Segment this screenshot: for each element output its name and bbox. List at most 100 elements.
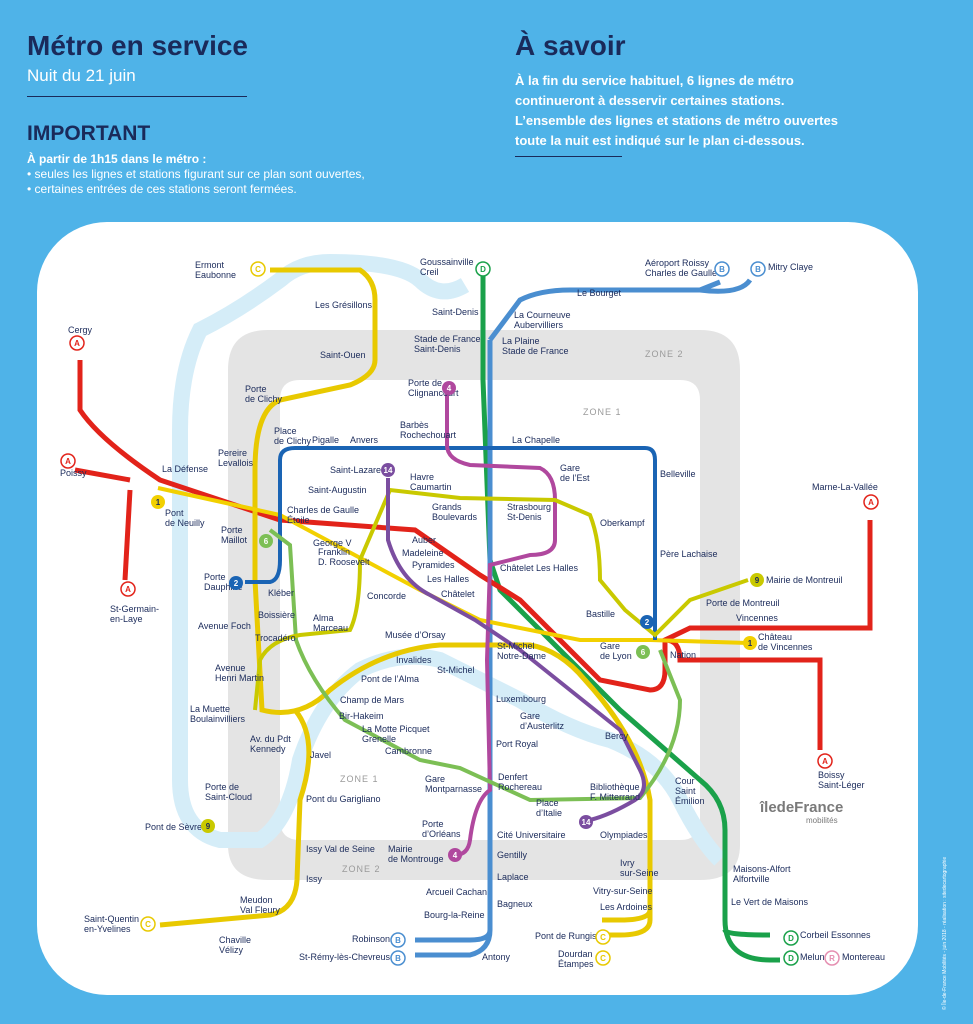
station-label-gresillons: Les Grésillons (315, 300, 373, 310)
badge-l2-icon: 2 (640, 615, 654, 629)
station-label-la-defense: La Défense (162, 464, 208, 474)
badge-rera-icon: A (817, 753, 833, 769)
important-title: IMPORTANT (27, 122, 151, 145)
station-label-champ-mars: Champ de Mars (340, 695, 405, 705)
station-label-pyramides: Pyramides (412, 560, 455, 570)
savoir-line-1: À la fin du service habituel, 6 lignes d… (515, 73, 794, 88)
svg-text:9: 9 (206, 822, 211, 831)
station-label-la-chapelle: La Chapelle (512, 435, 560, 445)
station-label-chatelet-les-halles: Châtelet Les Halles (500, 563, 579, 573)
svg-text:A: A (74, 339, 80, 348)
svg-text:D: D (480, 265, 486, 274)
badge-rerb-icon: B (390, 950, 406, 966)
station-label-bourg-la-reine: Bourg-la-Reine (424, 910, 485, 920)
station-label-antony: Antony (482, 952, 511, 962)
station-label-bagneux: Bagneux (497, 899, 533, 909)
station-label-saint-lazare: Saint-Lazare (330, 465, 381, 475)
station-label-kleber: Kléber (268, 588, 294, 598)
badge-rerd-icon: D (783, 930, 799, 946)
station-label-pere-lachaise: Père Lachaise (660, 549, 718, 559)
station-label-invalides: Invalides (396, 655, 432, 665)
savoir-line-4: toute la nuit est indiqué sur le plan ci… (515, 133, 805, 148)
badge-rerr-icon: R (824, 950, 840, 966)
station-label-vert-maisons: Le Vert de Maisons (731, 897, 809, 907)
station-label-mairie-montreuil: Mairie de Montreuil (766, 575, 843, 585)
station-label-trocadero: Trocadéro (255, 633, 296, 643)
metro-line-2 (245, 446, 657, 640)
station-label-pont-alma: Pont de l’Alma (361, 674, 419, 684)
station-label-boissiere: Boissière (258, 610, 295, 620)
svg-text:A: A (868, 498, 874, 507)
station-label-ardoines: Les Ardoines (600, 902, 653, 912)
station-label-olympiades: Olympiades (600, 830, 648, 840)
station-label-cergy: Cergy (68, 325, 93, 335)
seine-river (172, 253, 726, 866)
badge-l4-icon: 4 (448, 848, 462, 862)
badge-rerc-icon: C (595, 929, 611, 945)
svg-text:4: 4 (447, 384, 452, 393)
rer-d-line (480, 275, 780, 963)
zone-2-top-label: ZONE 2 (645, 349, 684, 359)
page-title: Métro en service (27, 30, 248, 61)
zone-1-top-label: ZONE 1 (583, 407, 622, 417)
savoir-title: À savoir (515, 30, 626, 61)
badge-rera-icon: A (863, 494, 879, 510)
badge-rera-icon: A (60, 453, 76, 469)
badge-l14-icon: 14 (381, 463, 395, 477)
svg-text:A: A (125, 585, 131, 594)
svg-text:R: R (829, 954, 835, 963)
svg-text:C: C (255, 265, 261, 274)
station-label-pont-garigliano: Pont du Garigliano (306, 794, 381, 804)
badge-l9-icon: 9 (750, 573, 764, 587)
badge-rerd-icon: D (475, 261, 491, 277)
metro-line-4 (445, 388, 557, 857)
important-line-1: À partir de 1h15 dans le métro : (27, 152, 207, 166)
station-label-st-remy: St-Rémy-lès-Chevreuse (299, 952, 395, 962)
station-label-gentilly: Gentilly (497, 850, 528, 860)
svg-text:6: 6 (641, 648, 646, 657)
important-line-2: • seules les lignes et stations figurant… (27, 167, 365, 181)
station-label-pigalle: Pigalle (312, 435, 339, 445)
station-label-bastille: Bastille (586, 609, 615, 619)
metro-line-6 (268, 528, 683, 803)
station-label-luxembourg: Luxembourg (496, 694, 546, 704)
svg-text:2: 2 (234, 579, 239, 588)
svg-text:14: 14 (582, 818, 591, 827)
station-label-cite-universitaire: Cité Universitaire (497, 830, 566, 840)
station-label-montereau: Montereau (842, 952, 885, 962)
metro-line-14 (386, 478, 646, 822)
station-label-saint-ouen: Saint-Ouen (320, 350, 366, 360)
svg-text:D: D (788, 934, 794, 943)
station-label-auber: Auber (412, 535, 436, 545)
zone-1-bottom-label: ZONE 1 (340, 774, 379, 784)
svg-text:B: B (755, 265, 761, 274)
station-label-mitry: Mitry Claye (768, 262, 813, 272)
svg-text:C: C (600, 954, 606, 963)
station-label-pont-sevres: Pont de Sèvres (145, 822, 207, 832)
station-label-bir-hakeim: Bir-Hakeim (339, 711, 384, 721)
svg-text:A: A (822, 757, 828, 766)
rer-b-line (415, 278, 753, 958)
station-label-javel: Javel (310, 750, 331, 760)
station-label-bercy: Bercy (605, 731, 629, 741)
